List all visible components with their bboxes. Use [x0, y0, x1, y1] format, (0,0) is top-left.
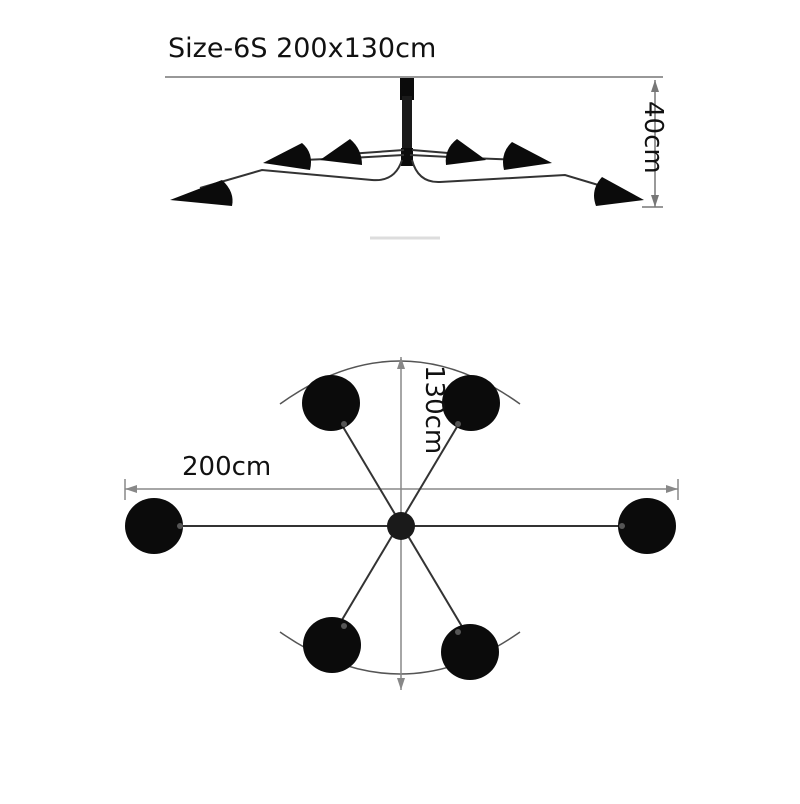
shade-top-left	[125, 498, 183, 554]
width-arrow-right	[666, 485, 678, 493]
side-view	[165, 76, 663, 240]
height-dimension	[642, 80, 663, 208]
shade-top-right	[618, 498, 676, 554]
depth-arrow-top	[397, 357, 405, 369]
socket-upper-left	[341, 421, 347, 427]
shade-top-lower-right	[441, 624, 499, 680]
shade-top-upper-right	[442, 375, 500, 431]
height-label: 40cm	[638, 101, 668, 174]
depth-arrow-bottom	[397, 678, 405, 690]
arm-far-right	[411, 159, 616, 191]
side-shades	[170, 139, 644, 206]
socket-upper-right	[455, 421, 461, 427]
hub	[387, 512, 415, 540]
ceiling-mount	[400, 78, 414, 100]
top-view	[124, 357, 679, 690]
shade-side-6	[594, 177, 644, 206]
width-arrow-left	[125, 485, 137, 493]
socket-right	[619, 523, 625, 529]
shade-side-5	[503, 142, 552, 170]
stem	[402, 96, 412, 148]
shade-top-lower-left	[303, 617, 361, 673]
height-arrow-bottom	[651, 195, 659, 207]
width-label: 200cm	[182, 452, 272, 482]
shade-side-1	[170, 180, 233, 206]
socket-lower-right	[455, 629, 461, 635]
socket-left	[177, 523, 183, 529]
shade-side-2	[263, 143, 311, 170]
shade-sockets	[177, 421, 625, 635]
top-shades	[125, 375, 676, 680]
height-arrow-top	[651, 80, 659, 92]
joint	[401, 148, 413, 166]
socket-lower-left	[341, 623, 347, 629]
size-title: Size-6S 200x130cm	[168, 33, 437, 64]
shade-side-3	[320, 139, 362, 165]
arm-far-left	[199, 159, 403, 189]
shade-top-upper-left	[302, 375, 360, 431]
shade-side-4	[445, 139, 486, 165]
depth-label: 130cm	[419, 365, 449, 455]
width-dimension	[124, 479, 679, 500]
